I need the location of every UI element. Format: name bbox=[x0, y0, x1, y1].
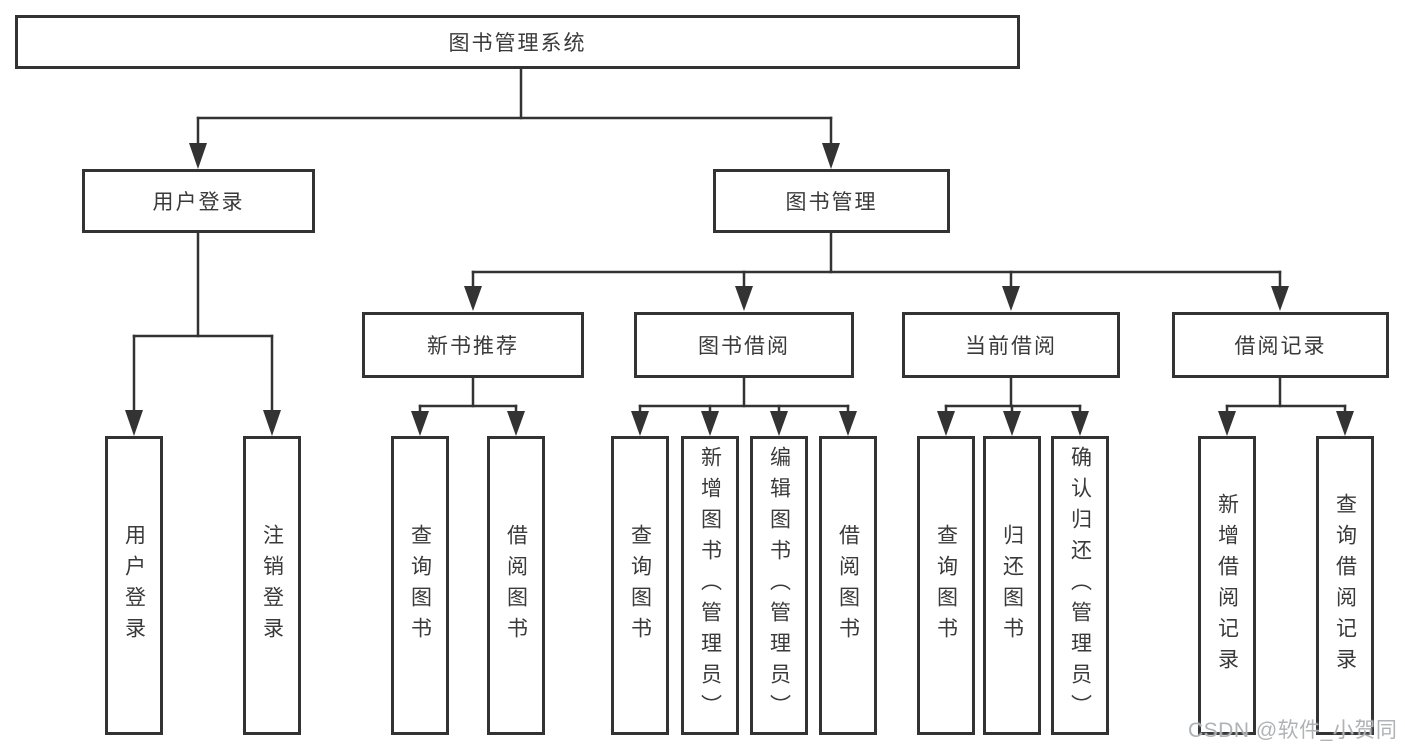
connector-root-to-level2 bbox=[189, 67, 840, 169]
node-new-book-recommendation: 新书推荐 bbox=[362, 312, 584, 378]
node-current-borrowing: 当前借阅 bbox=[902, 312, 1120, 378]
leaf-return-books: 归还图书 bbox=[983, 436, 1041, 735]
node-library-management-system: 图书管理系统 bbox=[15, 15, 1020, 69]
leaf-query-books-borrowing: 查询图书 bbox=[611, 436, 669, 735]
leaf-query-books-recommend: 查询图书 bbox=[391, 436, 449, 735]
leaf-query-borrow-record: 查询借阅记录 bbox=[1316, 436, 1374, 735]
node-book-borrowing: 图书借阅 bbox=[634, 312, 854, 378]
leaf-add-books-admin: 新增图书（管理员） bbox=[681, 436, 739, 735]
connector-user-login-to-leaves bbox=[125, 231, 281, 436]
leaf-confirm-return-admin: 确认归还（管理员） bbox=[1051, 436, 1109, 735]
leaf-borrow-books-recommend: 借阅图书 bbox=[487, 436, 545, 735]
leaf-logout: 注销登录 bbox=[243, 436, 301, 735]
csdn-watermark: CSDN @软件_小贺同学 bbox=[1188, 719, 1398, 742]
node-user-login: 用户登录 bbox=[82, 169, 315, 233]
leaf-user-login: 用户登录 bbox=[105, 436, 163, 735]
node-borrowing-records: 借阅记录 bbox=[1172, 312, 1389, 378]
connector-sections-to-leaves bbox=[411, 376, 1354, 436]
leaf-edit-books-admin: 编辑图书（管理员） bbox=[750, 436, 808, 735]
leaf-borrow-books: 借阅图书 bbox=[819, 436, 877, 735]
leaf-add-borrow-record: 新增借阅记录 bbox=[1198, 436, 1256, 735]
connector-book-management-to-sections bbox=[464, 231, 1289, 311]
leaf-query-books-current: 查询图书 bbox=[917, 436, 975, 735]
node-book-management: 图书管理 bbox=[713, 169, 950, 233]
